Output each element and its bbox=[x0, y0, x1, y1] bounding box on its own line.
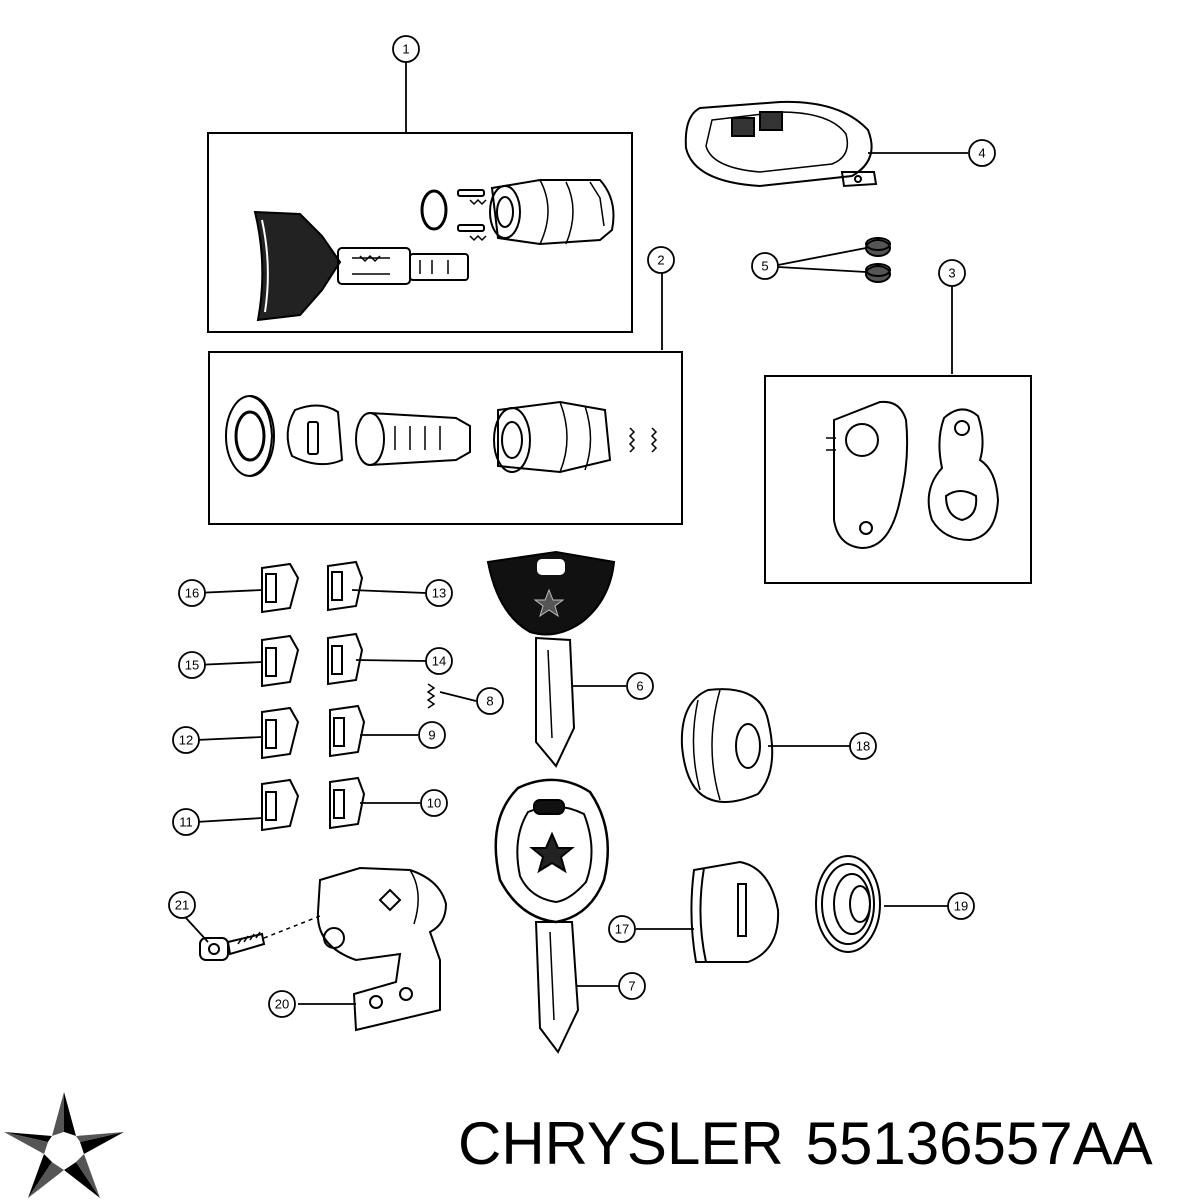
callout-13: 13 bbox=[425, 579, 453, 607]
callout-9: 9 bbox=[418, 721, 446, 749]
svg-text:20: 20 bbox=[275, 997, 289, 1012]
callout-14: 14 bbox=[425, 647, 453, 675]
part-number: 55136557AA bbox=[805, 1110, 1153, 1177]
callout-8: 8 bbox=[476, 687, 504, 715]
svg-text:5: 5 bbox=[761, 259, 768, 274]
svg-text:15: 15 bbox=[185, 658, 199, 673]
svg-text:12: 12 bbox=[179, 733, 193, 748]
callout-18: 18 bbox=[849, 732, 877, 760]
svg-text:18: 18 bbox=[856, 739, 870, 754]
lock-lever-assembly bbox=[764, 375, 1032, 584]
svg-text:6: 6 bbox=[636, 679, 643, 694]
chrysler-pentastar-icon bbox=[4, 1092, 124, 1198]
part-number-label: CHRYSLER 55136557AA bbox=[458, 1104, 1175, 1184]
callout-1: 1 bbox=[392, 35, 420, 63]
callout-10: 10 bbox=[420, 789, 448, 817]
tumbler-set bbox=[261, 560, 436, 832]
callout-2: 2 bbox=[647, 246, 675, 274]
callout-21: 21 bbox=[168, 891, 196, 919]
svg-text:10: 10 bbox=[427, 796, 441, 811]
screw bbox=[199, 915, 321, 961]
remote-fob bbox=[684, 100, 878, 188]
svg-text:4: 4 bbox=[978, 146, 985, 161]
callout-16: 16 bbox=[178, 579, 206, 607]
svg-text:13: 13 bbox=[432, 586, 446, 601]
svg-text:3: 3 bbox=[948, 266, 955, 281]
ignition-cylinder-assembly bbox=[207, 132, 633, 333]
coil-spring bbox=[815, 855, 881, 953]
svg-text:9: 9 bbox=[428, 728, 435, 743]
grommet bbox=[680, 688, 774, 803]
svg-text:8: 8 bbox=[486, 694, 493, 709]
callouts: 1 2 3 4 5 6 7 8 9 10 11 12 13 14 15 16 1… bbox=[168, 35, 996, 1018]
svg-text:1: 1 bbox=[402, 42, 409, 57]
callout-20: 20 bbox=[268, 990, 296, 1018]
svg-text:14: 14 bbox=[432, 654, 446, 669]
svg-text:17: 17 bbox=[615, 922, 629, 937]
brand-name: CHRYSLER bbox=[458, 1110, 784, 1177]
key-with-round-head bbox=[494, 778, 610, 1054]
cylinder-cap bbox=[690, 860, 780, 963]
key-with-black-head bbox=[486, 550, 616, 768]
callout-4: 4 bbox=[968, 139, 996, 167]
door-cylinder-assembly bbox=[208, 351, 683, 525]
callout-12: 12 bbox=[172, 726, 200, 754]
callout-17: 17 bbox=[608, 915, 636, 943]
svg-text:2: 2 bbox=[657, 253, 664, 268]
callout-6: 6 bbox=[626, 672, 654, 700]
leader-lines bbox=[185, 62, 968, 1005]
svg-text:11: 11 bbox=[179, 815, 193, 830]
callout-15: 15 bbox=[178, 651, 206, 679]
callout-19: 19 bbox=[947, 892, 975, 920]
svg-text:21: 21 bbox=[175, 898, 189, 913]
svg-text:19: 19 bbox=[954, 899, 968, 914]
callout-11: 11 bbox=[172, 808, 200, 836]
svg-text:16: 16 bbox=[185, 586, 199, 601]
cap-pair bbox=[865, 237, 891, 283]
callout-7: 7 bbox=[618, 972, 646, 1000]
callout-3: 3 bbox=[938, 259, 966, 287]
callout-5: 5 bbox=[751, 252, 779, 280]
lock-bracket bbox=[316, 866, 448, 1032]
svg-text:7: 7 bbox=[628, 979, 635, 994]
